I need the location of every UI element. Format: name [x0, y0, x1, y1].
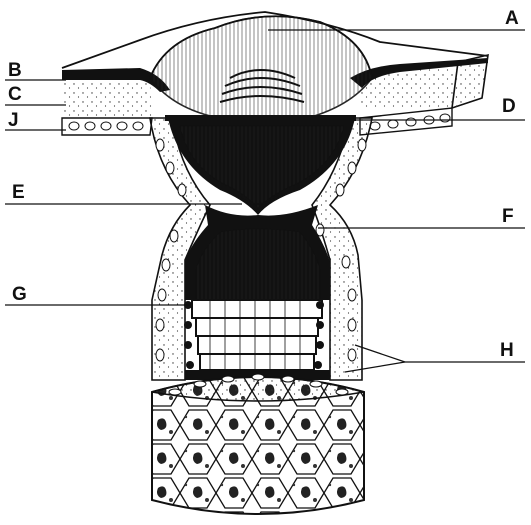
label-j: J — [8, 110, 19, 131]
base-cell-layer — [152, 374, 364, 514]
apical-cap — [150, 16, 372, 120]
label-c: C — [8, 84, 22, 105]
label-a: A — [505, 8, 519, 29]
label-d: D — [502, 96, 516, 117]
label-h: H — [500, 340, 514, 361]
lower-chamber — [184, 225, 330, 380]
label-g: G — [12, 284, 27, 305]
label-e: E — [12, 182, 25, 203]
label-f: F — [502, 206, 514, 227]
label-b: B — [8, 60, 22, 81]
